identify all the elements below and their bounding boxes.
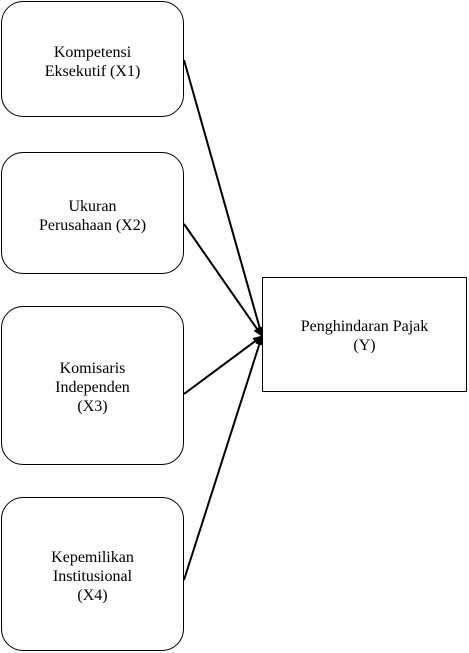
arrow-x4-to-y (183, 335, 264, 581)
arrow-x3-to-y (183, 335, 263, 395)
variable-label-line: Independen (55, 379, 130, 396)
variable-label-x1: Kompetensi Eksekutif (X1) (45, 37, 141, 81)
variable-label-line: (X4) (77, 586, 108, 604)
variable-label-x2: Ukuran Perusahaan (X2) (39, 191, 146, 235)
arrow-x2-to-y (183, 223, 263, 337)
variable-label-line: Ukuran (68, 198, 117, 215)
variable-label-line: (Y) (353, 336, 376, 354)
variable-label-line: Institusional (52, 567, 133, 585)
variable-label-x4: Kepemilikan Institusional (X4) (51, 544, 134, 605)
variable-box-x1: Kompetensi Eksekutif (X1) (1, 1, 184, 117)
variable-label-x3: Komisaris Independen (X3) (55, 355, 130, 416)
variable-box-x2: Ukuran Perusahaan (X2) (1, 152, 184, 274)
variable-label-line: Kompetensi (53, 44, 132, 61)
dependent-variable-box-y: Penghindaran Pajak (Y) (262, 277, 467, 392)
variable-label-y: Penghindaran Pajak (Y) (301, 315, 429, 355)
variable-label-line: Komisaris (59, 360, 126, 377)
variable-box-x4: Kepemilikan Institusional (X4) (1, 497, 184, 651)
arrow-x1-to-y (183, 59, 264, 337)
variable-box-x3: Komisaris Independen (X3) (1, 306, 184, 465)
variable-label-line: Kepemilikan (51, 548, 134, 566)
variable-label-line: Eksekutif (X1) (44, 63, 141, 80)
variable-label-line: Penghindaran Pajak (300, 317, 429, 335)
variable-label-line: (X3) (77, 398, 108, 415)
variable-label-line: Perusahaan (X2) (38, 217, 147, 234)
